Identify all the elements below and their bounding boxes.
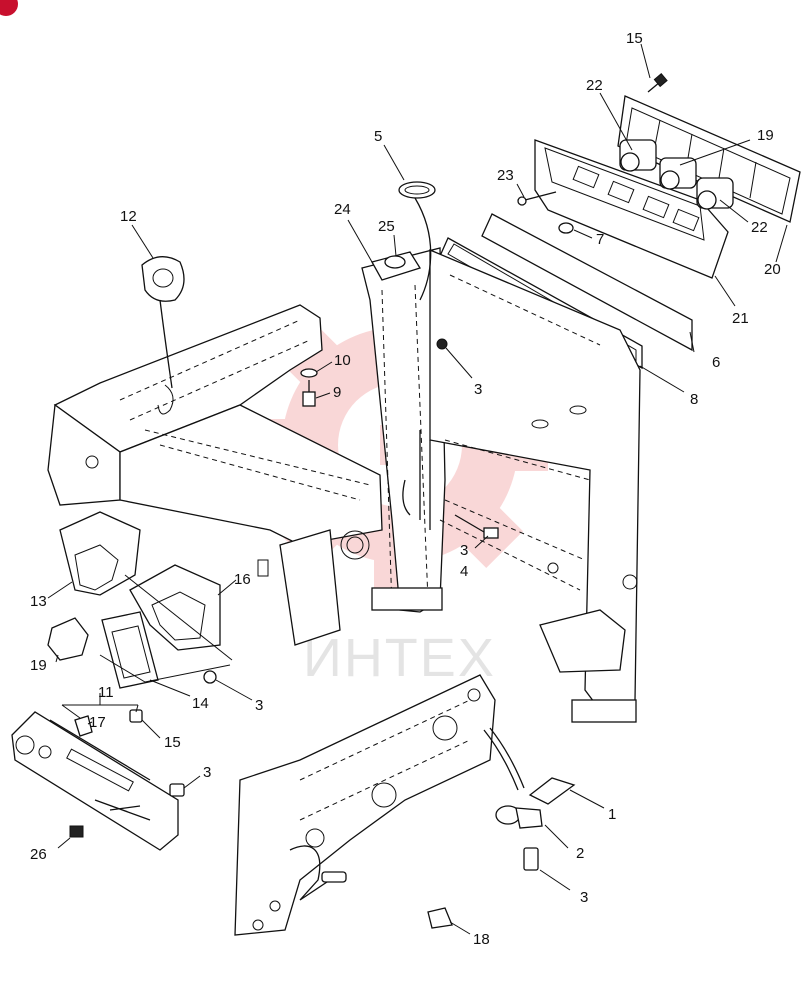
callout-3: 3: [460, 542, 468, 559]
switch-assembly: [483, 727, 576, 871]
callout-21: 21: [732, 310, 749, 327]
callout-12: 12: [120, 208, 137, 225]
floor-rail: [234, 674, 496, 936]
bolt-23-icon: [517, 191, 557, 206]
bolt-3-lower-icon: [523, 847, 539, 871]
callout-3: 3: [203, 764, 211, 781]
callout-6: 6: [712, 354, 720, 371]
lamp-19: [659, 157, 697, 190]
bulb-17-icon: [74, 715, 93, 737]
bolt-3-upper-icon: [436, 338, 448, 350]
callout-15: 15: [626, 30, 643, 47]
callout-18: 18: [473, 931, 490, 948]
callout-22: 22: [586, 77, 603, 94]
leader-lines: [47, 43, 788, 935]
callout-11: 11: [98, 684, 114, 701]
lens-19-left: [47, 617, 89, 661]
callout-20: 20: [764, 261, 781, 278]
callout-13: 13: [30, 593, 47, 610]
callout-8: 8: [690, 391, 698, 408]
connector-4-icon: [454, 514, 499, 539]
part-18-icon: [427, 907, 453, 929]
duct-13: [59, 511, 141, 596]
frame-14: [101, 611, 159, 689]
switch-cover-1: [528, 777, 576, 805]
washer-10-icon: [300, 368, 318, 378]
callout-3: 3: [255, 697, 263, 714]
callout-22: 22: [751, 219, 768, 236]
grommet-12-icon: [141, 256, 185, 415]
callout-1: 1: [608, 806, 616, 823]
callout-19: 19: [757, 127, 774, 144]
callout-17: 17: [89, 714, 106, 731]
bolt-9-icon: [302, 380, 316, 407]
cab-frame: [47, 197, 641, 723]
clamp-5-icon: [398, 181, 436, 199]
callout-23: 23: [497, 167, 514, 184]
callout-26: 26: [30, 846, 47, 863]
callout-3: 3: [580, 889, 588, 906]
control-panel-11: [11, 711, 179, 851]
screw-15-lower-icon: [129, 709, 143, 723]
callout-4: 4: [460, 563, 468, 580]
callout-labels: 15 22 19 23 22 20 21 5 24 25 7 12 10 9 3…: [30, 30, 781, 948]
callout-3: 3: [474, 381, 482, 398]
callout-9: 9: [333, 384, 341, 401]
callout-16: 16: [234, 571, 251, 588]
corner-badge: [0, 0, 18, 16]
screw-15-icon: [647, 73, 668, 93]
duct-16: [129, 564, 221, 651]
watermark-text: ИНТЕХ: [303, 628, 496, 688]
callout-10: 10: [334, 352, 351, 369]
switch-bracket-2: [495, 805, 543, 829]
callout-19: 19: [30, 657, 47, 674]
screw-3-panel-icon: [169, 783, 185, 797]
callout-14: 14: [192, 695, 209, 712]
callout-7: 7: [596, 231, 604, 248]
callout-2: 2: [576, 845, 584, 862]
callout-5: 5: [374, 128, 382, 145]
bolt-3-left-icon: [203, 670, 217, 684]
callout-15: 15: [164, 734, 181, 751]
clip-26-icon: [69, 825, 84, 838]
lamp-22-right: [696, 177, 734, 210]
callout-24: 24: [334, 201, 351, 218]
callout-25: 25: [378, 218, 395, 235]
light-bar-assembly: [517, 73, 801, 279]
lamp-22-left: [619, 139, 657, 172]
